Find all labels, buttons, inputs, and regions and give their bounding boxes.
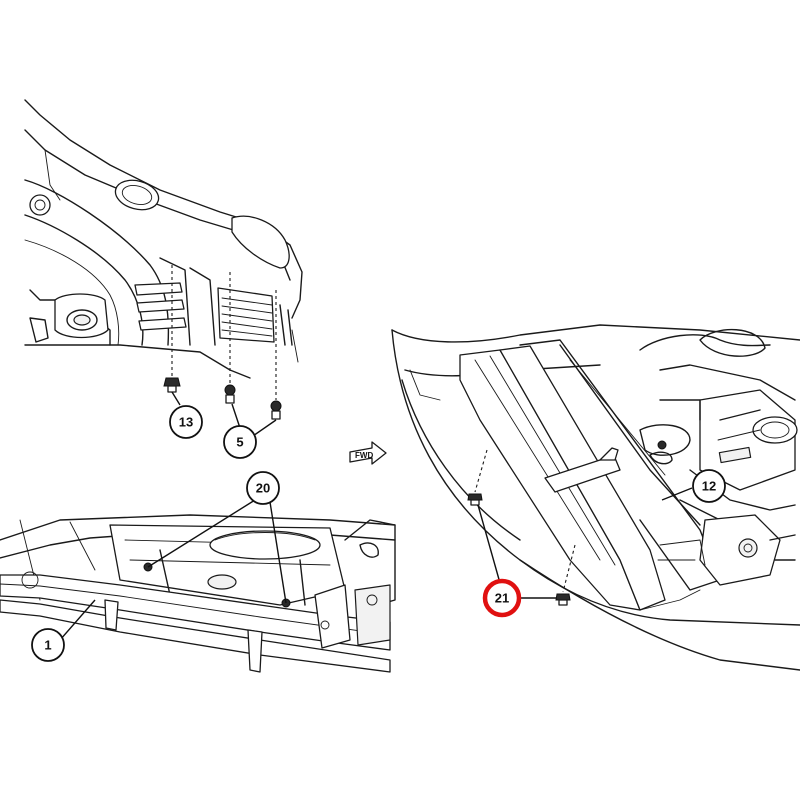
fender-wheelwell-view: [24, 99, 303, 420]
callout-21-highlighted[interactable]: 21: [482, 578, 522, 618]
callout-5-label: 5: [236, 435, 243, 450]
callout-13-label: 13: [179, 415, 193, 430]
fwd-arrow-label: FWD: [355, 451, 373, 460]
underbody-view: [391, 324, 800, 671]
callout-5[interactable]: 5: [223, 425, 257, 459]
callout-13[interactable]: 13: [169, 405, 203, 439]
liner-louvers: [134, 282, 187, 331]
callout-20-label: 20: [256, 481, 270, 496]
fwd-direction-arrow: FWD: [349, 441, 387, 465]
callout-1[interactable]: 1: [31, 628, 65, 662]
callout-12[interactable]: 12: [692, 469, 726, 503]
callout-12-label: 12: [702, 479, 716, 494]
fastener-push-pin-21b: [555, 544, 576, 606]
fastener-push-pin-21a: [467, 449, 488, 506]
callout-1-label: 1: [44, 638, 51, 653]
bumper-beam-view: [0, 514, 396, 673]
callout-20[interactable]: 20: [246, 471, 280, 505]
callout-21-label: 21: [495, 591, 509, 606]
fastener-clip-5a: [224, 272, 236, 404]
fastener-push-pin-13: [163, 265, 181, 393]
grille-vents: [217, 287, 275, 343]
leader-lines: [59, 391, 693, 641]
fastener-clip-5b: [270, 290, 282, 420]
